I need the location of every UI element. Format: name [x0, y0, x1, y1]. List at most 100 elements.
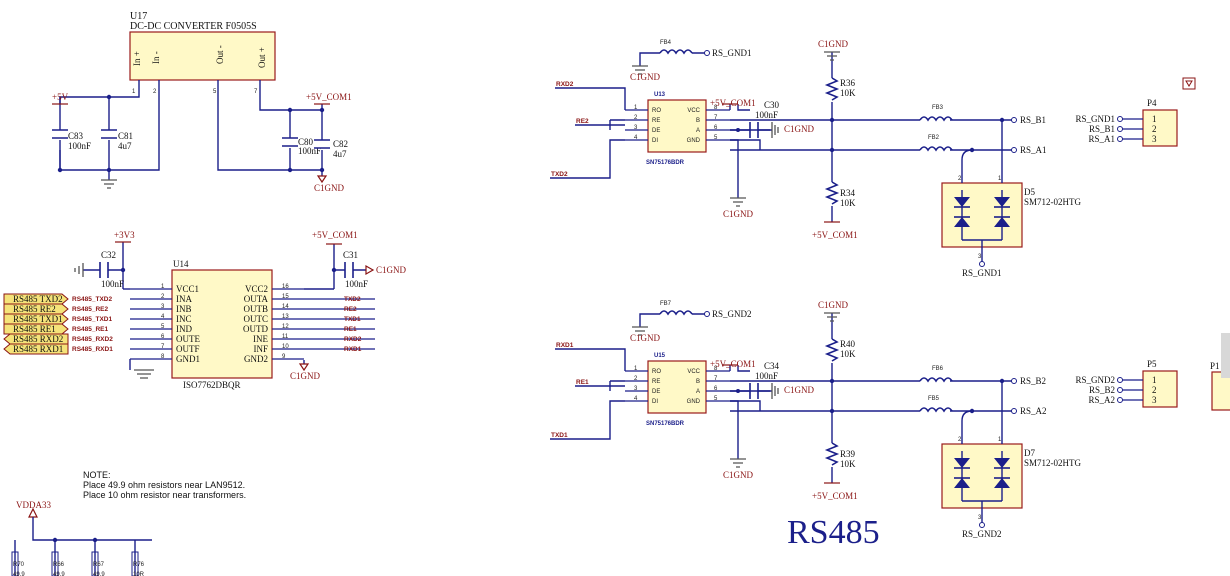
- cap-c80[interactable]: C80 100nF: [282, 137, 321, 156]
- u14-net-4: RS485_TXD1: [72, 316, 112, 323]
- u14-pin-12-name: OUTD: [243, 324, 268, 334]
- u14-pin-4-num: 4: [161, 314, 165, 320]
- rtop-ref: R40: [840, 339, 856, 349]
- fb1-ref: FB6: [932, 366, 944, 372]
- tvs-leads: [961, 381, 1003, 444]
- cap-c32[interactable]: C32 100nF: [101, 250, 124, 289]
- junction: [829, 378, 835, 384]
- tvs-part: SM712-02HTG: [1024, 197, 1082, 207]
- u14-pin-group: VCC11INA2RS485_TXD2INB3RS485_RE2INC4RS48…: [72, 284, 375, 364]
- neta-terminal: [1011, 147, 1017, 153]
- port-rs485-re1[interactable]: RS485 RE1: [3, 323, 69, 335]
- scrollbar-thumb[interactable]: [1221, 333, 1230, 378]
- txd-net: TXD2: [551, 171, 568, 178]
- cap-c83[interactable]: C83 100nF: [52, 129, 91, 151]
- conn-body: [1142, 109, 1178, 147]
- c81-ref: C81: [118, 131, 133, 141]
- res-body: [91, 551, 99, 576]
- conn-terminal: [1117, 136, 1123, 142]
- c1gnd-symbol: [632, 326, 648, 336]
- u15-body: [647, 360, 707, 414]
- u14-pin-1-num: 1: [161, 284, 165, 290]
- rtop-gnd: [824, 312, 840, 322]
- rbot-pwr-label: +5V_COM1: [812, 491, 858, 501]
- rsgnd-terminal: [704, 311, 710, 317]
- fb1-coil: [919, 377, 953, 383]
- port-label: RS485 RE1: [13, 324, 56, 334]
- res-ref: R76: [133, 562, 145, 568]
- u14-pin-6-name: OUTE: [176, 334, 200, 344]
- res-body: [131, 551, 139, 576]
- u14-pin-14-name: OUTB: [244, 304, 269, 314]
- u14-pin-9-name: GND2: [244, 354, 268, 364]
- res-val: 49.9: [13, 572, 25, 576]
- cap-val: 100nF: [755, 110, 778, 120]
- pin-num: 2: [634, 376, 638, 382]
- tvs-ref: D5: [1024, 187, 1035, 197]
- note-line2: Place 49.9 ohm resistors near LAN9512.: [83, 480, 245, 490]
- c1gnd-u14-bottom: C1GND: [290, 363, 321, 381]
- u14-body: [171, 269, 273, 379]
- tvs-diode: [994, 458, 1010, 468]
- conn-pin-num: 2: [1152, 385, 1157, 395]
- cap-gnd: [771, 122, 779, 138]
- fb1-ref: FB3: [932, 105, 944, 111]
- rsgnd-label: RS_GND2: [712, 309, 752, 319]
- gnd-wire: [730, 139, 739, 198]
- cap-c81[interactable]: C81 4u7: [101, 129, 133, 151]
- conn-pin-num: 2: [1152, 124, 1157, 134]
- port-rs485-rxd2[interactable]: RS485 RXD2: [3, 333, 69, 345]
- rsgnd-label: RS_GND1: [712, 48, 752, 58]
- port-label: RS485 TXD1: [13, 314, 63, 324]
- port-rs485-re2[interactable]: RS485 RE2: [3, 303, 69, 315]
- conn-net: RS_B1: [1089, 124, 1115, 134]
- tvs-diode: [954, 458, 970, 468]
- conn-net: RS_A2: [1088, 395, 1115, 405]
- fbt-coil: [659, 310, 693, 316]
- u17-dcdc-converter[interactable]: U17 DC-DC CONVERTER F0505S In + In - Out…: [129, 11, 276, 95]
- tvs-ref: D7: [1024, 448, 1035, 458]
- pin-name: DE: [652, 389, 660, 395]
- port-rs485-txd2[interactable]: RS485 TXD2: [3, 293, 69, 305]
- c80-ref: C80: [298, 137, 314, 147]
- fb2-ref: FB5: [928, 396, 940, 402]
- netb-terminal: [1011, 378, 1017, 384]
- port-rs485-rxd1[interactable]: RS485 RXD1: [3, 343, 69, 355]
- pin-name: VCC: [687, 108, 700, 114]
- junction: [969, 147, 975, 153]
- u17-name: DC-DC CONVERTER F0505S: [130, 21, 257, 32]
- u14-pin-4-name: INC: [176, 314, 192, 324]
- port-rs485-txd1[interactable]: RS485 TXD1: [3, 313, 69, 325]
- u17-pin5-label: Out -: [215, 45, 225, 64]
- conn-ref: P4: [1147, 98, 1157, 108]
- conn-body: [1142, 370, 1178, 408]
- u14-isolator[interactable]: U14 ISO7762DBQR VCC11INA2RS485_TXD2INB3R…: [72, 259, 375, 390]
- c31-ref: C31: [343, 250, 358, 260]
- u13-body: [647, 99, 707, 153]
- tvs-diode: [954, 197, 970, 207]
- fb1-coil: [919, 116, 953, 122]
- cap-c82[interactable]: C82 4u7: [314, 139, 348, 159]
- txd-net: TXD1: [551, 432, 568, 439]
- line-a: [730, 400, 1012, 412]
- u17-n5: 5: [213, 89, 217, 95]
- pin-num: 8: [714, 105, 718, 111]
- u14-pin-7-num: 7: [161, 344, 165, 350]
- tvs-common: [962, 500, 1002, 523]
- rtop-zigzag: [824, 77, 840, 101]
- rxd-net: RXD1: [556, 342, 574, 349]
- u17-pin1-label: In +: [132, 51, 142, 66]
- rtop-ref: R36: [840, 78, 856, 88]
- c83-val: 100nF: [68, 141, 91, 151]
- c82-val: 4u7: [333, 149, 347, 159]
- u14-net-11: RXD2: [344, 336, 362, 343]
- cap-c31[interactable]: C31 100nF: [343, 250, 368, 289]
- tvs-diode: [954, 217, 970, 227]
